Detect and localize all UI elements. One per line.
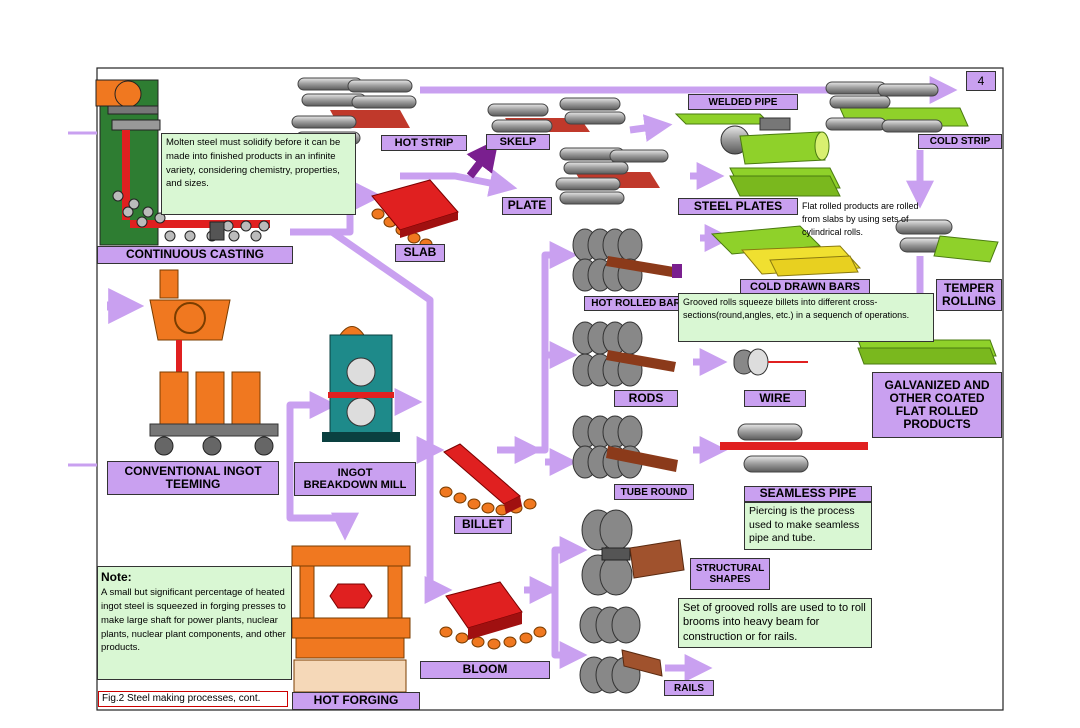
wire-illustration: [733, 348, 808, 376]
label-slab: SLAB: [395, 244, 445, 262]
billet-illustration: [439, 443, 537, 516]
label-welded-pipe: WELDED PIPE: [688, 94, 798, 110]
temper-rolling-illustration: [895, 219, 999, 263]
figure-caption: Fig.2 Steel making processes, cont.: [98, 691, 288, 707]
label-structural-shapes: STRUCTURAL SHAPES: [690, 558, 770, 590]
structural-mill-illustration: [581, 509, 685, 596]
cold-drawn-bars-illustration: [710, 225, 862, 277]
left-edge-lines: [68, 131, 97, 467]
label-continuous-casting: CONTINUOUS CASTING: [97, 246, 293, 264]
hot-forging-illustration: [291, 545, 411, 693]
skelp-mill-illustration: [487, 97, 626, 133]
hot-rolled-bar-mill-illustration: [572, 228, 682, 292]
note-body: A small but significant percentage of he…: [101, 587, 286, 654]
note-grooved-beams: Set of grooved rolls are used to to roll…: [678, 598, 872, 648]
label-seamless-pipe: SEAMLESS PIPE: [744, 486, 872, 502]
hot-strip-mill-illustration: [291, 77, 417, 145]
label-ingot-breakdown-mill: INGOT BREAKDOWN MILL: [294, 462, 416, 496]
bloom-illustration: [439, 581, 547, 650]
note-molten-steel: Molten steel must solidify before it can…: [161, 133, 356, 215]
label-bloom: BLOOM: [420, 661, 550, 679]
label-temper-rolling: TEMPER ROLLING: [936, 279, 1002, 311]
ingot-breakdown-mill-illustration: [322, 326, 400, 442]
note-hot-forging: Note: A small but significant percentage…: [97, 566, 292, 680]
page-number: 4: [966, 71, 996, 91]
label-hot-rolled-bar: HOT ROLLED BAR: [584, 296, 688, 311]
label-galvanized: GALVANIZED AND OTHER COATED FLAT ROLLED …: [872, 372, 1002, 438]
label-cold-strip: COLD STRIP: [918, 134, 1002, 149]
tube-round-mill-illustration: [572, 415, 678, 479]
label-plate: PLATE: [502, 197, 552, 215]
label-tube-round: TUBE ROUND: [614, 484, 694, 500]
rods-mill-illustration: [572, 321, 676, 387]
ingot-teeming-illustration: [149, 269, 279, 456]
continuous-casting-machine-illustration: [95, 79, 270, 246]
note-grooved-rolls: Grooved rolls squeeze billets into diffe…: [678, 293, 934, 342]
label-cold-drawn-bars: COLD DRAWN BARS: [740, 279, 870, 295]
note-title: Note:: [101, 570, 132, 584]
steel-plates-illustration: [729, 167, 841, 197]
note-piercing: Piercing is the process used to make sea…: [744, 502, 872, 550]
frame: [96, 67, 1004, 711]
label-wire: WIRE: [744, 390, 806, 407]
arrow-to-skelp: [466, 138, 499, 179]
plate-mill-illustration: [555, 147, 669, 205]
label-steel-plates: STEEL PLATES: [678, 198, 798, 215]
label-hot-strip: HOT STRIP: [381, 135, 467, 151]
label-conventional-ingot-teeming: CONVENTIONAL INGOT TEEMING: [107, 461, 279, 495]
galvanized-stack-illustration: [857, 339, 997, 365]
note-flat-rolled: Flat rolled products are rolled from sla…: [802, 201, 919, 238]
label-skelp: SKELP: [486, 134, 550, 150]
slab-illustration: [371, 179, 459, 250]
cold-strip-mill-illustration: [825, 81, 969, 133]
welded-pipe-illustration: [674, 113, 830, 165]
rails-mill-illustration: [579, 606, 663, 694]
label-hot-forging: HOT FORGING: [292, 692, 420, 710]
label-rails: RAILS: [664, 680, 714, 696]
seamless-pipe-illustration: [720, 423, 868, 473]
label-rods: RODS: [614, 390, 678, 407]
label-billet: BILLET: [454, 516, 512, 534]
